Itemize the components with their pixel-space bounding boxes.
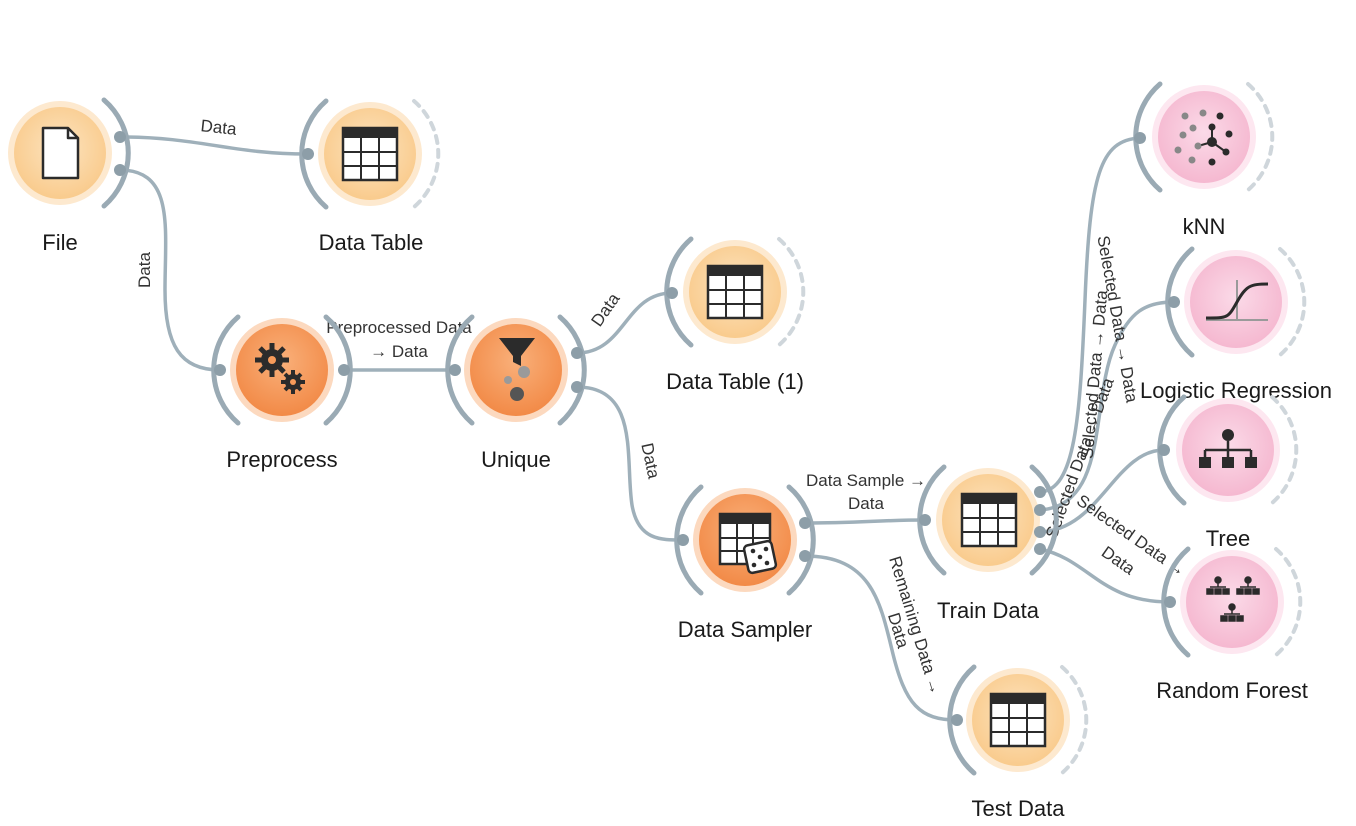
table-icon xyxy=(341,126,399,182)
link-unique-to-data-table-1[interactable] xyxy=(576,291,673,355)
node-label-knn: kNN xyxy=(1183,214,1226,239)
node-tree[interactable]: Tree xyxy=(1157,394,1299,551)
link-sampler-to-train[interactable] xyxy=(804,518,926,525)
sigmoid-curve-icon xyxy=(1205,280,1269,321)
node-train-data[interactable]: Train Data xyxy=(917,464,1059,623)
link-file-to-preprocess[interactable] xyxy=(119,168,221,372)
link-file-to-data-table[interactable] xyxy=(119,135,309,156)
table-icon xyxy=(960,492,1018,548)
node-data-table[interactable]: Data Table xyxy=(299,98,441,255)
link-label: Data xyxy=(587,289,623,330)
knn-scatter-icon xyxy=(1174,109,1233,166)
node-label-data-table-1: Data Table (1) xyxy=(666,369,804,394)
node-label-unique: Unique xyxy=(481,447,551,472)
node-data-sampler[interactable]: Data Sampler xyxy=(674,484,816,642)
table-dice-icon xyxy=(718,512,778,575)
link-label: Data xyxy=(637,441,663,481)
node-data-table-1[interactable]: Data Table (1) xyxy=(664,236,806,394)
link-train-to-tree[interactable] xyxy=(1039,448,1165,534)
link-label: Preprocessed Data xyxy=(326,318,472,337)
node-preprocess[interactable]: Preprocess xyxy=(211,314,353,472)
link-label: Data xyxy=(135,252,154,288)
node-label-train-data: Train Data xyxy=(937,598,1040,623)
table-icon xyxy=(989,692,1047,748)
node-random-forest[interactable]: Random Forest xyxy=(1156,546,1308,703)
node-unique[interactable]: Unique xyxy=(445,314,587,472)
node-label-data-table: Data Table xyxy=(319,230,424,255)
link-train-to-logreg[interactable] xyxy=(1039,300,1175,512)
link-label: Data xyxy=(848,494,884,513)
link-unique-to-data-sampler[interactable] xyxy=(576,385,684,542)
node-label-file: File xyxy=(42,230,77,255)
node-knn[interactable]: kNN xyxy=(1133,81,1275,239)
node-label-tree: Tree xyxy=(1206,526,1250,551)
forest-icon xyxy=(1206,576,1260,622)
link-label: → Data xyxy=(370,342,428,361)
node-logistic-regression[interactable]: Logistic Regression xyxy=(1140,246,1332,403)
node-label-data-sampler: Data Sampler xyxy=(678,617,813,642)
funnel-icon xyxy=(499,338,535,401)
table-icon xyxy=(706,264,764,320)
node-label-random-forest: Random Forest xyxy=(1156,678,1308,703)
node-label-preprocess: Preprocess xyxy=(226,447,337,472)
file-icon xyxy=(41,126,80,180)
gears-icon xyxy=(255,343,305,394)
link-sampler-to-test[interactable] xyxy=(804,554,958,722)
link-label: Data xyxy=(200,116,238,139)
links-layer xyxy=(119,135,1175,722)
link-train-to-knn[interactable] xyxy=(1039,136,1141,494)
link-train-to-forest[interactable] xyxy=(1039,547,1171,604)
link-label: Data Sample → xyxy=(806,471,926,490)
node-file[interactable]: File xyxy=(8,97,131,255)
node-test-data[interactable]: Test Data xyxy=(947,664,1089,821)
tree-icon xyxy=(1199,429,1257,468)
node-label-test-data: Test Data xyxy=(972,796,1066,821)
